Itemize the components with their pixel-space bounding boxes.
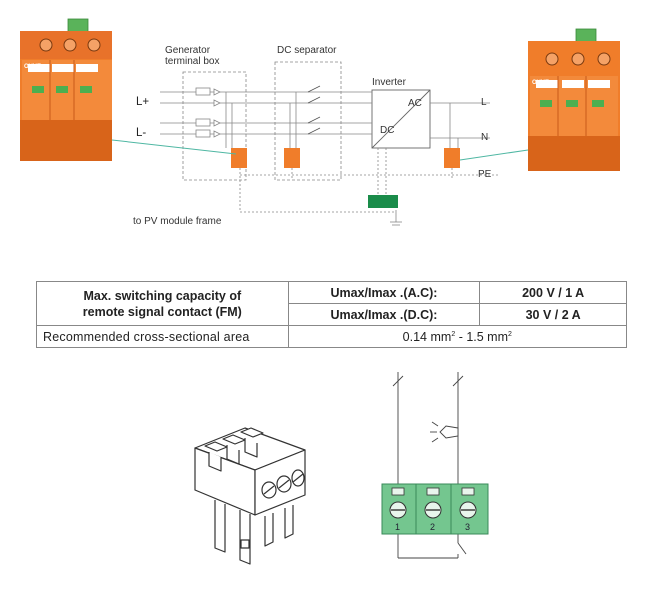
generator-box-label-2: terminal box [165, 56, 220, 67]
dc-wires [160, 85, 500, 226]
terminal-number-1: 1 [395, 522, 401, 532]
area-min-exp: 2 [451, 330, 456, 338]
green-terminal-block [381, 483, 489, 535]
dc-value: 30 V / 2 A [479, 303, 627, 326]
l-plus-label: L+ [136, 96, 150, 108]
dc-label: Umax/Imax .(D.C): [287, 303, 481, 326]
area-max-exp: 2 [508, 330, 512, 338]
area-max: - 1.5 mm [455, 329, 509, 344]
n-output-label: N [481, 132, 489, 143]
generator-terminal-box [182, 71, 247, 181]
dc-separator-label: DC separator [277, 45, 337, 56]
right-cable [459, 149, 529, 161]
l-output-label: L [481, 97, 487, 108]
spd-module-ac [444, 148, 460, 168]
spec-table: Max. switching capacity of remote signal… [36, 281, 628, 348]
dc-separator-box [274, 61, 342, 181]
ground-bar [368, 195, 398, 208]
terminal-number-3: 3 [465, 522, 471, 532]
generator-box-label-1: Generator [165, 45, 211, 56]
wiring-diagram [20, 18, 620, 226]
right-spd-device [528, 28, 620, 171]
terminal-wiring-diagram [381, 372, 489, 559]
spd-module-generator [231, 148, 247, 168]
connector-drawing [194, 427, 306, 565]
pe-output-label: PE [478, 169, 492, 180]
inverter-box [371, 89, 431, 149]
area-label: Recommended cross-sectional area [36, 325, 289, 348]
left-device-brand: OVUE [24, 64, 42, 70]
left-spd-device [20, 18, 112, 161]
terminal-number-2: 2 [430, 522, 436, 532]
ac-value: 200 V / 1 A [479, 281, 627, 304]
switching-capacity-title-line1: Max. switching capacity of [83, 288, 242, 303]
right-device-brand: OVUE [532, 80, 550, 86]
area-value: 0.14 mm2 - 1.5 mm2 [287, 325, 628, 348]
left-cable [111, 139, 237, 155]
pv-frame-label: to PV module frame [133, 216, 222, 227]
inverter-ac-label: AC [408, 98, 422, 109]
inverter-label: Inverter [372, 77, 406, 88]
spd-module-separator [284, 148, 300, 168]
switching-capacity-title-line2: remote signal contact (FM) [82, 304, 242, 319]
inverter-dc-label: DC [380, 125, 395, 136]
area-min: 0.14 mm [402, 329, 452, 344]
ac-label: Umax/Imax .(A.C): [287, 281, 481, 304]
switching-capacity-title: Max. switching capacity of remote signal… [36, 281, 289, 326]
l-minus-label: L- [136, 127, 147, 139]
